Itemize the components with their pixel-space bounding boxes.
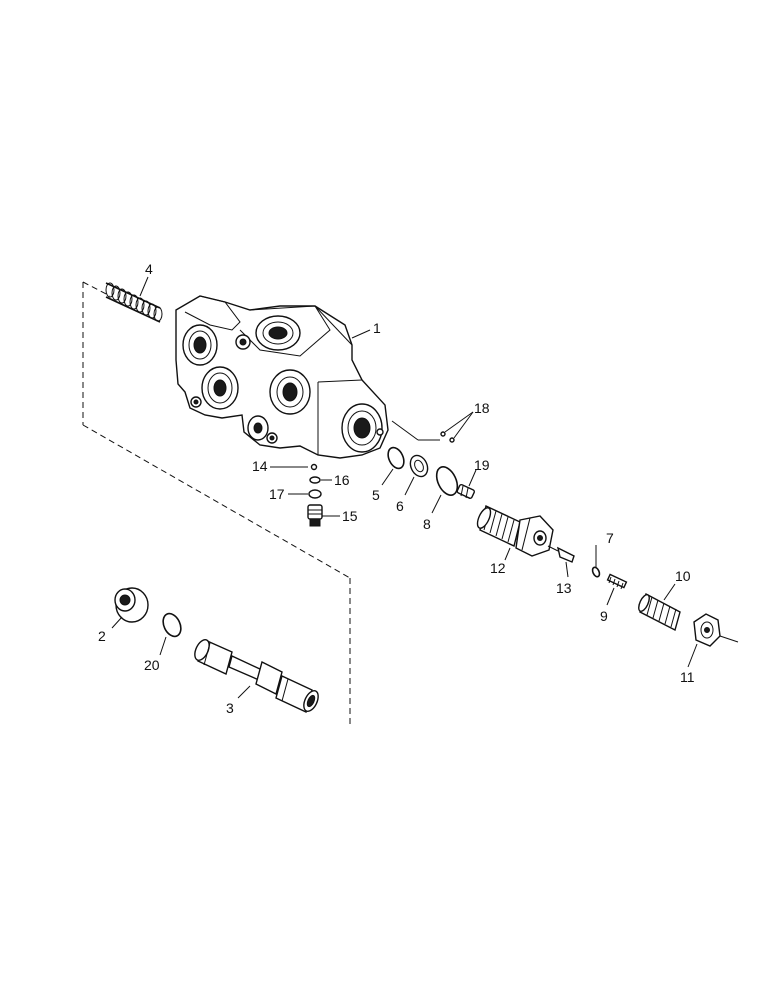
part-19-pin xyxy=(456,483,475,499)
part-11-nut xyxy=(693,613,739,647)
callout-12: 12 xyxy=(490,560,506,576)
callout-19: 19 xyxy=(474,457,490,473)
callout-2: 2 xyxy=(98,628,106,644)
part-20-oring xyxy=(162,612,182,638)
callout-8: 8 xyxy=(423,516,431,532)
part-1-valve-body xyxy=(175,295,389,459)
part-3-spool xyxy=(194,639,319,713)
callout-4: 4 xyxy=(145,261,153,277)
part-9-spring xyxy=(606,573,628,590)
part-10-adjusting-screw xyxy=(638,592,681,632)
callout-labels: 1 2 3 4 5 6 7 8 9 10 11 12 13 14 15 16 1… xyxy=(98,261,695,716)
parts-14-15-16-17 xyxy=(307,463,323,527)
part-4-spring xyxy=(105,282,163,323)
callout-18: 18 xyxy=(474,400,490,416)
part-13-needle xyxy=(547,545,575,563)
callout-5: 5 xyxy=(372,487,380,503)
callout-11: 11 xyxy=(680,669,695,685)
part-18-pins xyxy=(391,411,474,443)
callout-16: 16 xyxy=(334,472,350,488)
part-2-plug xyxy=(114,587,149,623)
callout-6: 6 xyxy=(396,498,404,514)
callout-17: 17 xyxy=(269,486,285,502)
part-12-cartridge xyxy=(476,505,554,557)
callout-9: 9 xyxy=(600,608,608,624)
callout-14: 14 xyxy=(252,458,268,474)
callout-20: 20 xyxy=(144,657,160,673)
callout-3: 3 xyxy=(226,700,234,716)
parts-5-6-8-rings xyxy=(387,446,459,496)
part-7-oring xyxy=(591,566,601,578)
callout-15: 15 xyxy=(342,508,358,524)
callout-7: 7 xyxy=(606,530,614,546)
leader-lines xyxy=(111,276,698,699)
callout-10: 10 xyxy=(675,568,691,584)
callout-13: 13 xyxy=(556,580,572,596)
assembly-frame xyxy=(82,281,351,726)
callout-1: 1 xyxy=(373,320,381,336)
